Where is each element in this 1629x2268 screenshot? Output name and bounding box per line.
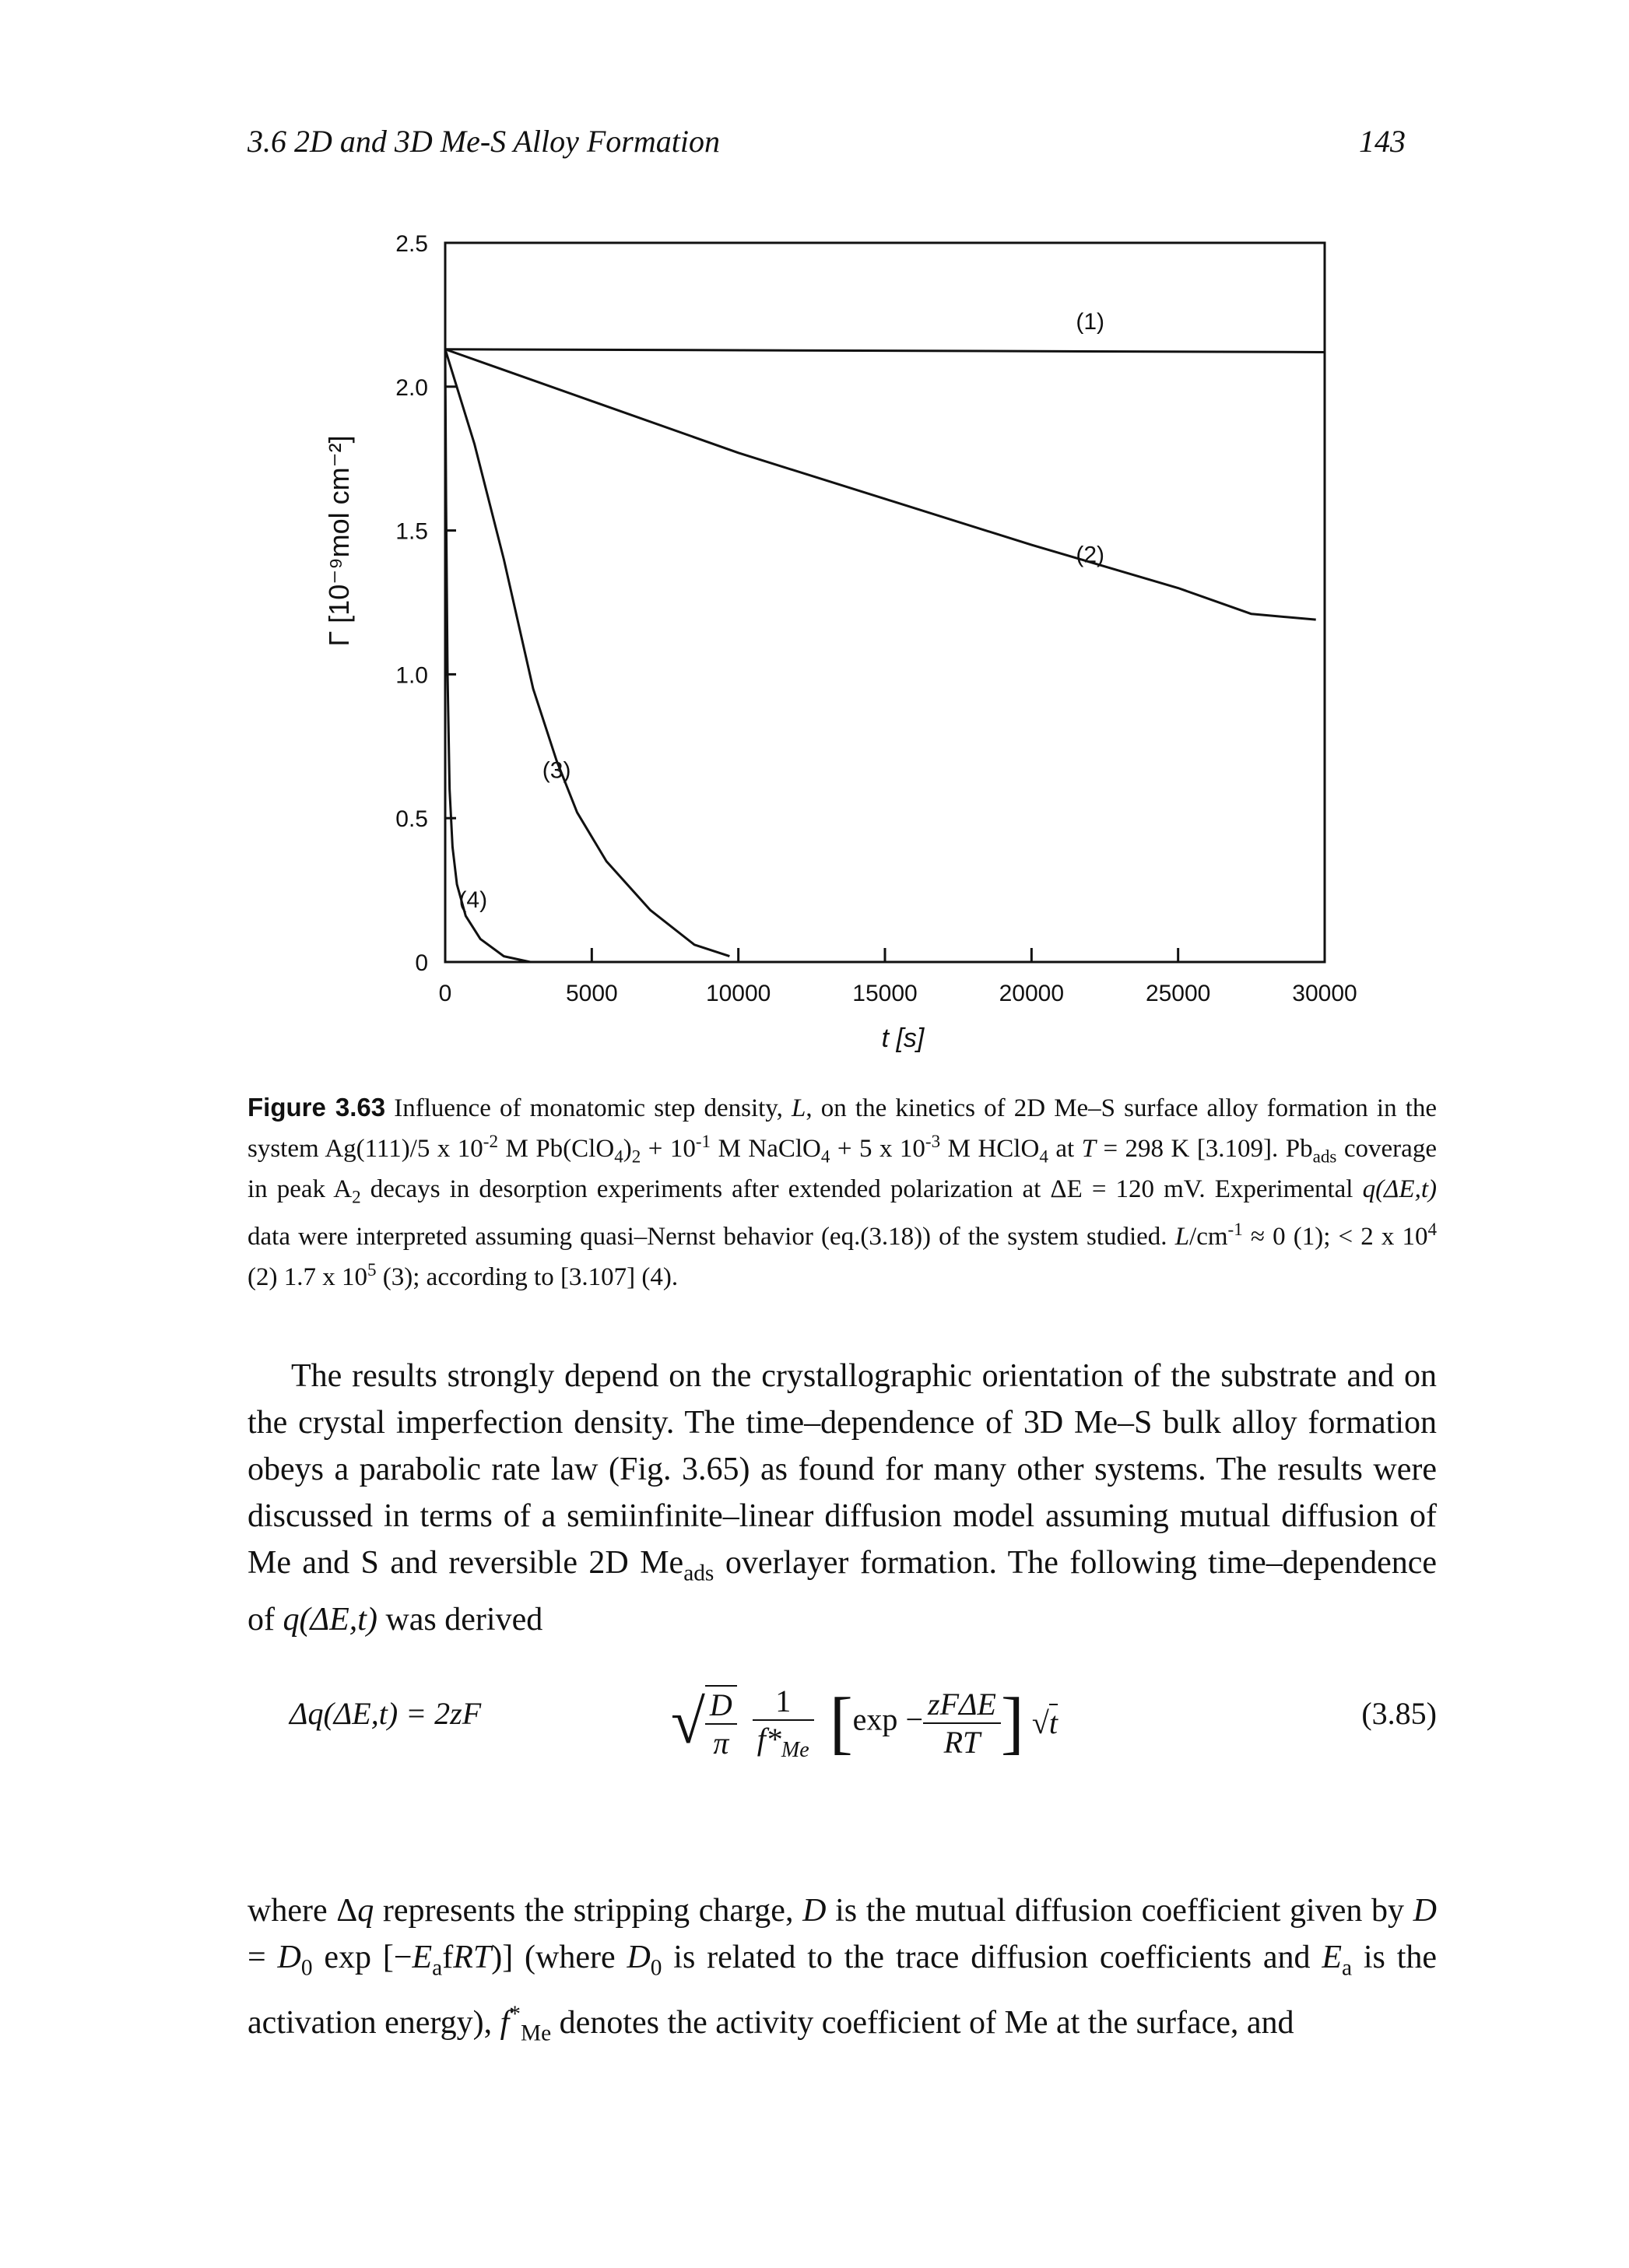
curve-label-2: (2) bbox=[1076, 542, 1104, 567]
series-line-1 bbox=[444, 348, 1325, 353]
chart-curve-labels: (1) (2) (3) (4) bbox=[458, 309, 1104, 913]
curve-label-4: (4) bbox=[458, 887, 487, 913]
curve-label-1: (1) bbox=[1076, 309, 1104, 335]
equation-number: (3.85) bbox=[1361, 1696, 1437, 1731]
equation-lhs: Δq(ΔE,t) = 2zF bbox=[290, 1696, 482, 1731]
body-paragraph-2: where Δq represents the stripping charge… bbox=[248, 1893, 1438, 2046]
x-tick-label: 5000 bbox=[566, 981, 618, 1006]
x-tick-label: 10000 bbox=[706, 981, 771, 1006]
x-axis-label: t [s] bbox=[882, 1023, 925, 1053]
body-paragraph-1: The results strongly depend on the cryst… bbox=[248, 1358, 1437, 1638]
x-tick-label: 15000 bbox=[852, 981, 917, 1006]
figure-label: Figure 3.63 bbox=[248, 1093, 386, 1122]
figure-caption: Figure 3.63 Influence of monatomic step … bbox=[248, 1093, 1438, 1292]
x-tick-label: 30000 bbox=[1292, 981, 1357, 1006]
y-tick-label: 1.5 bbox=[395, 519, 428, 545]
x-tick-label: 25000 bbox=[1146, 981, 1210, 1006]
series-line-2 bbox=[444, 348, 1316, 621]
coverage-decay-chart: 0 5000 10000 15000 20000 25000 30000 0 0.5 1.0 1.5… bbox=[323, 231, 1357, 1053]
curve-label-3: (3) bbox=[542, 757, 571, 783]
page-number: 143 bbox=[1359, 124, 1406, 159]
y-tick-label: 1.0 bbox=[395, 662, 428, 688]
y-tick-label: 2.0 bbox=[395, 375, 428, 401]
series-line-3 bbox=[444, 349, 730, 958]
series-line-4 bbox=[444, 352, 531, 964]
y-tick-label: 0 bbox=[415, 950, 428, 976]
chart-series bbox=[444, 348, 1325, 964]
y-tick-label: 2.5 bbox=[395, 231, 428, 257]
y-axis-label: Γ [10⁻⁹mol cm⁻²] bbox=[323, 435, 355, 646]
x-tick-label: 0 bbox=[439, 981, 452, 1006]
x-tick-label: 20000 bbox=[999, 981, 1064, 1006]
chart-ticks: 0 5000 10000 15000 20000 25000 30000 0 0.5 1.0 1.5… bbox=[395, 231, 1357, 1006]
running-header-section: 3.6 2D and 3D Me-S Alloy Formation bbox=[248, 124, 720, 159]
y-tick-label: 0.5 bbox=[395, 806, 428, 832]
